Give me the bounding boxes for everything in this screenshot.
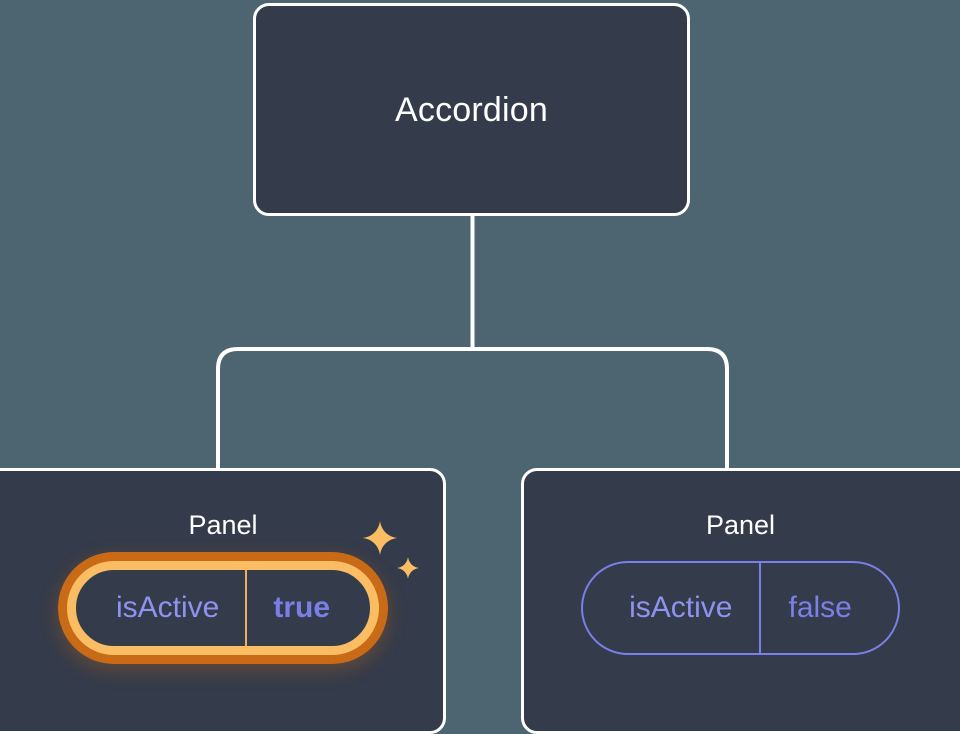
- connector-branch: [216, 347, 729, 468]
- prop-key-0: isActive: [115, 591, 220, 624]
- node-panel-1[interactable]: Panel isActive false: [521, 468, 960, 734]
- node-panel-1-label: Panel: [705, 510, 776, 540]
- prop-key-1: isActive: [629, 591, 733, 624]
- sparkle-icon: [397, 557, 419, 579]
- prop-value-1: false: [788, 591, 852, 624]
- node-panel-0-label: Panel: [188, 510, 258, 540]
- node-panel-0[interactable]: Panel isActive true: [0, 468, 446, 734]
- prop-value-0: true: [273, 591, 331, 624]
- prop-divider-0: [245, 570, 248, 646]
- prop-pill-isactive-true[interactable]: isActive true: [66, 561, 380, 655]
- prop-pill-isactive-false[interactable]: isActive false: [581, 561, 900, 655]
- prop-pill-row-1: isActive false: [524, 561, 960, 655]
- node-accordion[interactable]: Accordion: [253, 3, 690, 216]
- prop-pill-row-0: isActive true: [0, 521, 443, 655]
- prop-divider-1: [759, 563, 762, 653]
- node-accordion-label: Accordion: [395, 90, 548, 129]
